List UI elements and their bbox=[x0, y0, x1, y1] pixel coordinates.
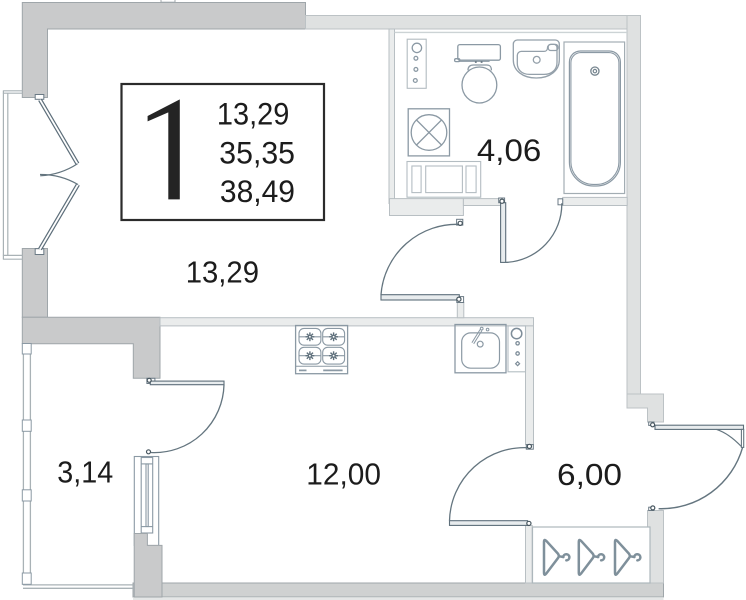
svg-text:38,49: 38,49 bbox=[220, 174, 295, 209]
svg-text:6,00: 6,00 bbox=[557, 458, 622, 492]
svg-text:12,00: 12,00 bbox=[306, 457, 381, 491]
svg-text:13,29: 13,29 bbox=[186, 255, 259, 289]
svg-text:3,14: 3,14 bbox=[57, 455, 113, 489]
svg-text:35,35: 35,35 bbox=[219, 135, 295, 170]
svg-text:13,29: 13,29 bbox=[217, 97, 289, 132]
svg-text:4,06: 4,06 bbox=[477, 132, 541, 168]
